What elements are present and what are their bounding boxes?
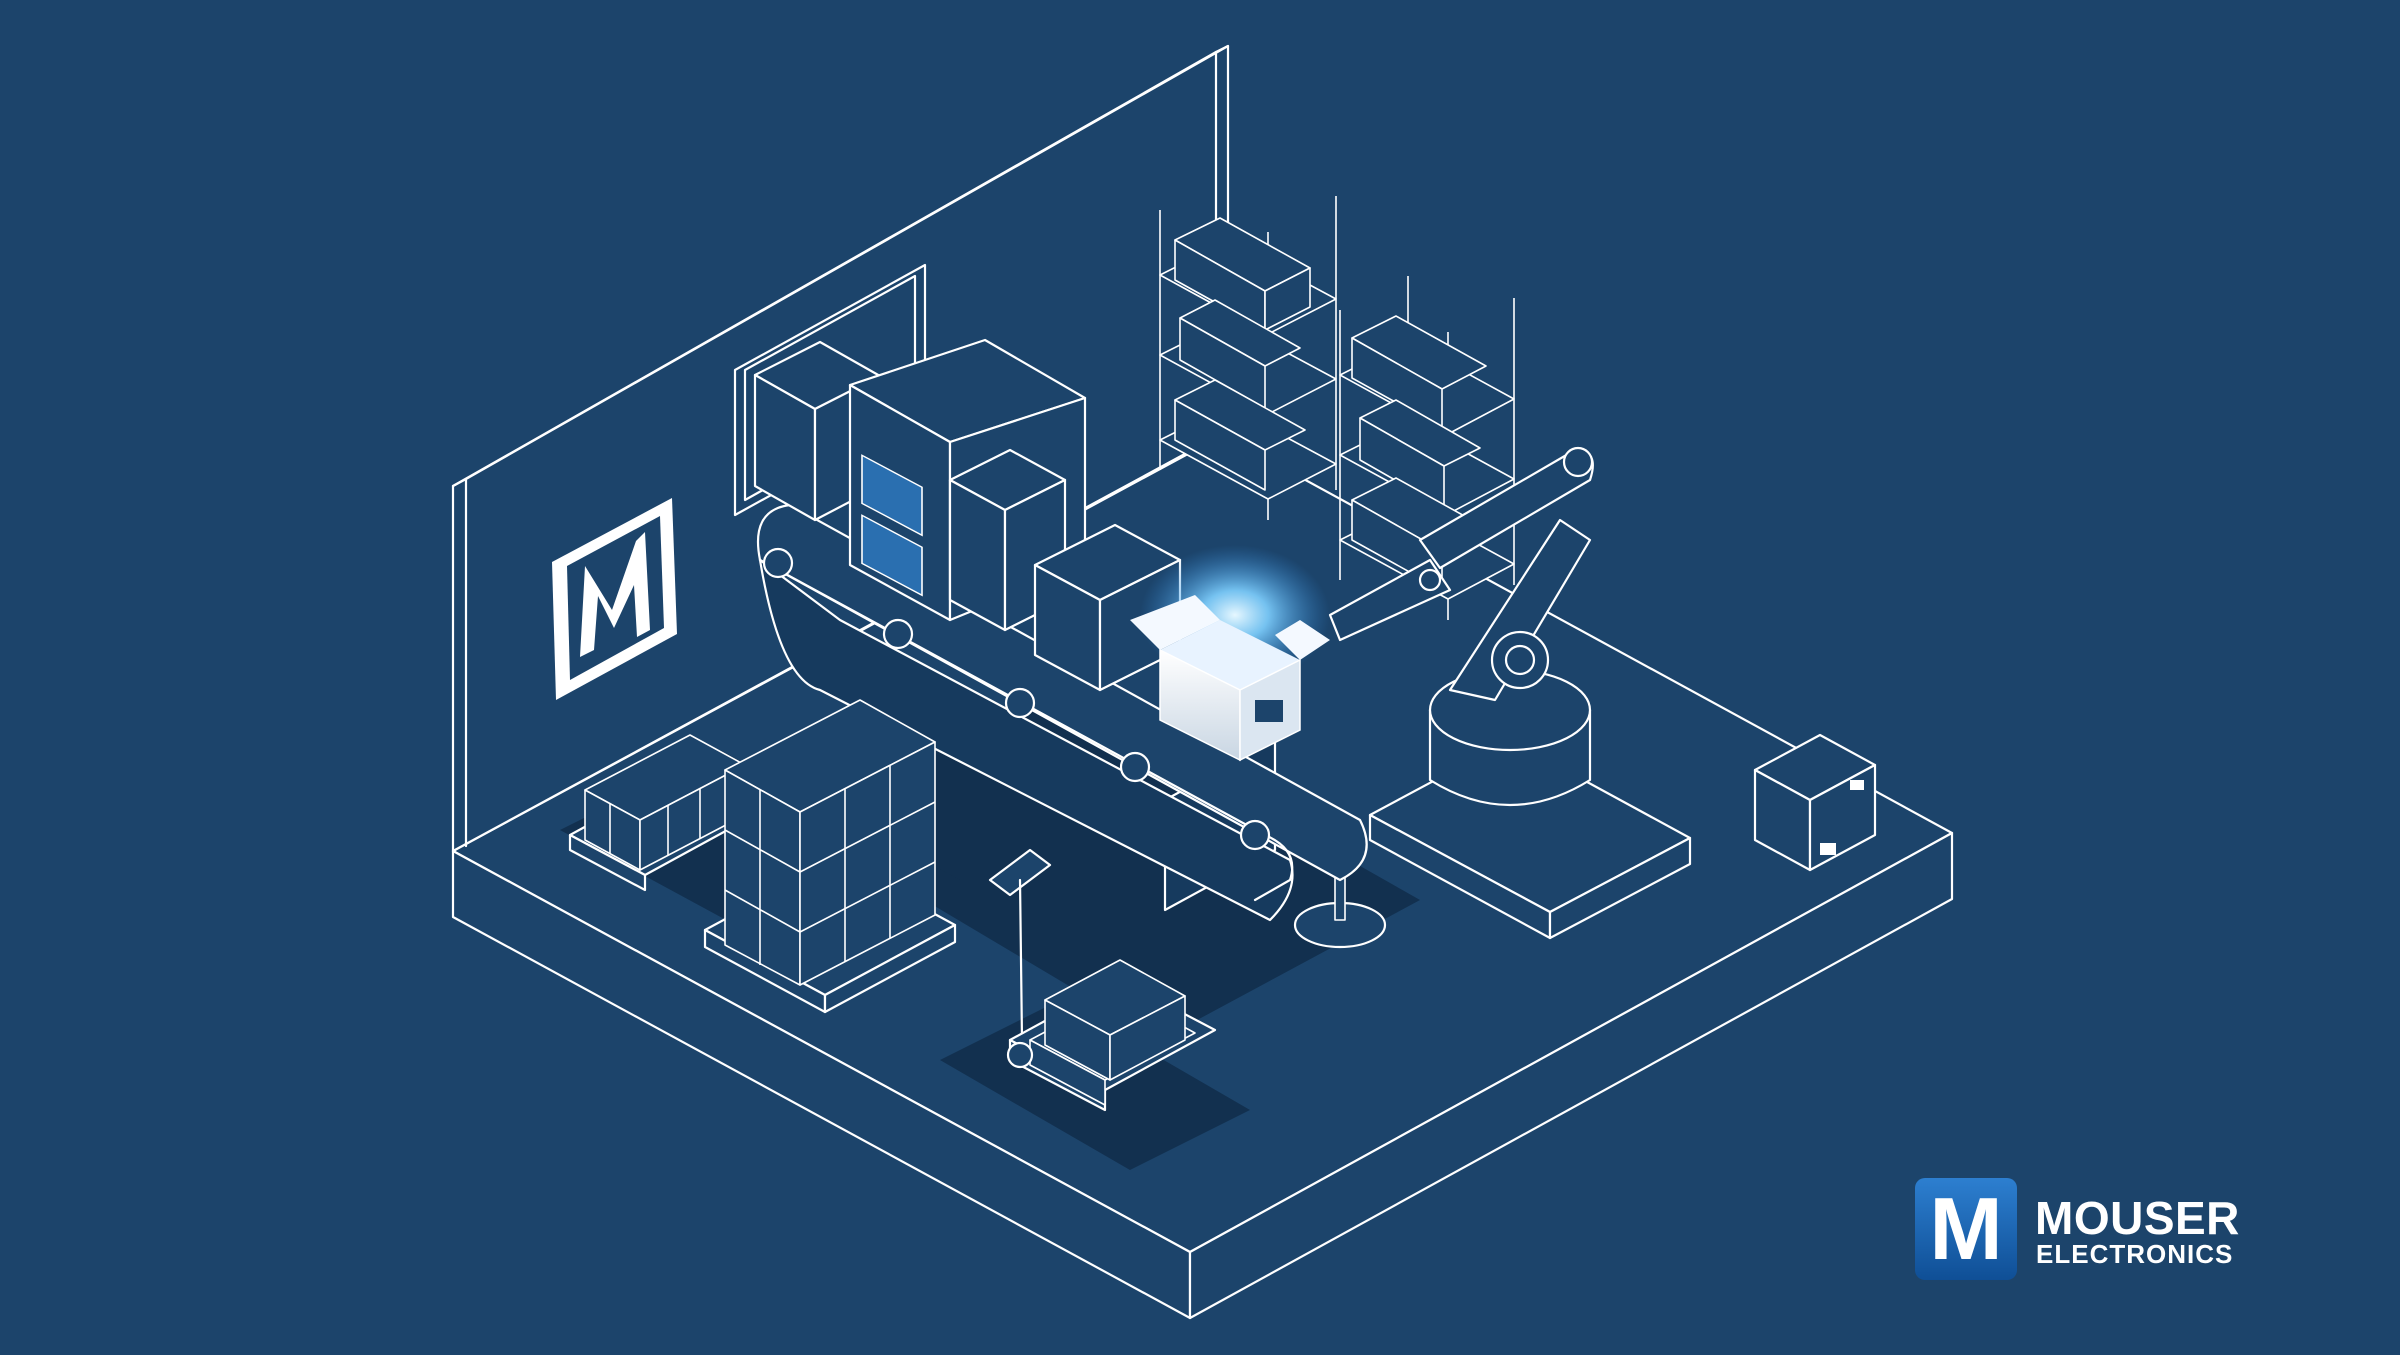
storage-shelving bbox=[1159, 176, 1515, 620]
wall-logo-sign bbox=[552, 498, 677, 700]
pallet-stacks bbox=[568, 699, 957, 1014]
brand-name: MOUSER bbox=[2035, 1192, 2240, 1244]
single-box bbox=[1753, 733, 1877, 872]
conveyor-belt bbox=[733, 263, 1387, 949]
brand-subtitle: ELECTRONICS bbox=[2036, 1239, 2234, 1269]
open-box-glow bbox=[1130, 545, 1330, 762]
brand-logo: M MOUSER ELECTRONICS bbox=[1915, 1178, 2255, 1288]
robotic-arm bbox=[1328, 446, 1692, 940]
brand-mark-letter: M bbox=[1929, 1179, 2003, 1278]
brand-mark-icon: M bbox=[1915, 1178, 2017, 1280]
pallet-jack bbox=[988, 848, 1217, 1112]
